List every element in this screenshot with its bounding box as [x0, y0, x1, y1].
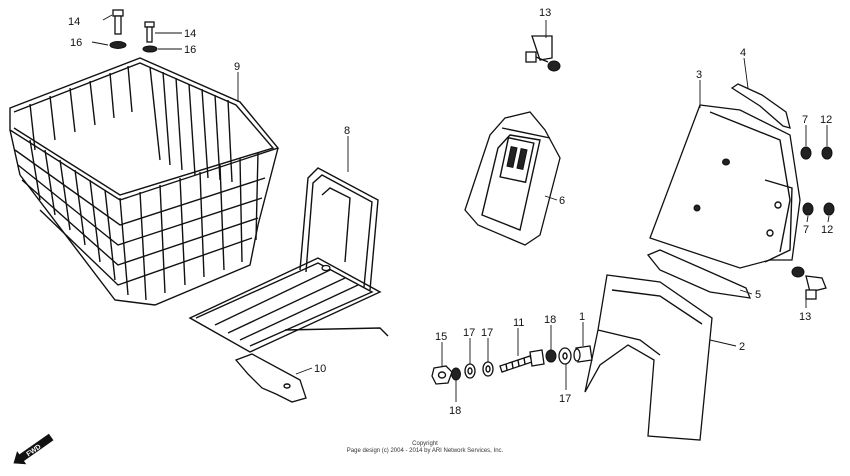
washer-16-right [142, 45, 158, 53]
callout-5: 5 [755, 289, 761, 301]
callout-16-right: 16 [184, 44, 196, 56]
front-emblem [464, 111, 561, 246]
callout-9: 9 [234, 61, 240, 73]
callout-13-right: 13 [799, 311, 811, 323]
callout-10: 10 [314, 363, 326, 375]
callout-8: 8 [344, 125, 350, 137]
washer-16-left [109, 41, 127, 49]
callout-18-left: 18 [449, 405, 461, 417]
front-cover-upper [649, 104, 801, 269]
callout-16-left: 16 [70, 37, 82, 49]
callout-11: 11 [513, 317, 524, 329]
callout-4: 4 [740, 47, 746, 59]
callout-12-upper: 12 [820, 114, 832, 126]
washer-17-c [558, 347, 572, 365]
copyright-text: Page design (c) 2004 - 2014 by ARI Netwo… [346, 448, 504, 454]
leader-lines [91, 14, 830, 402]
callout-6: 6 [559, 195, 565, 207]
bolt-14-right [144, 21, 155, 43]
callout-13-top: 13 [539, 7, 551, 19]
callout-14-left: 14 [68, 16, 80, 28]
basket [9, 57, 280, 306]
callout-2: 2 [739, 341, 745, 353]
mounting-plate [234, 353, 307, 403]
washer-17-a [464, 363, 476, 379]
fwd-arrow-icon: FWD [13, 433, 54, 465]
rubber-washer-7-upper [800, 146, 812, 160]
callout-7-upper: 7 [802, 114, 808, 126]
washer-18-right [545, 349, 557, 363]
nut-15 [431, 365, 453, 385]
washer-18-left [451, 367, 461, 381]
bolt-11 [499, 349, 545, 373]
basket-bracket [188, 167, 389, 353]
callout-17-a: 17 [463, 327, 475, 339]
callout-1: 1 [579, 311, 585, 323]
washer-17-b [482, 361, 494, 377]
bolt-13-right [791, 266, 827, 300]
bolt-13-top [525, 35, 561, 72]
front-cover-lower [584, 274, 713, 441]
callout-17-b: 17 [481, 327, 493, 339]
callout-17-c: 17 [559, 393, 571, 405]
copyright-title: Copyright [412, 441, 438, 447]
callout-3: 3 [696, 69, 702, 81]
trim-strip-upper [730, 83, 791, 129]
callout-15: 15 [435, 331, 447, 343]
callout-14-right: 14 [184, 28, 196, 40]
callout-12-lower: 12 [821, 224, 833, 236]
nut-12-upper [821, 146, 833, 160]
collar-1 [573, 345, 593, 363]
rubber-washer-7-lower [802, 202, 814, 216]
callout-7-lower: 7 [803, 224, 809, 236]
callout-18-right: 18 [544, 314, 556, 326]
callouts: 14 16 14 16 9 8 10 13 6 3 4 7 12 7 12 5 … [68, 7, 833, 417]
bolt-14-left [112, 9, 124, 35]
nut-12-lower [823, 202, 835, 216]
